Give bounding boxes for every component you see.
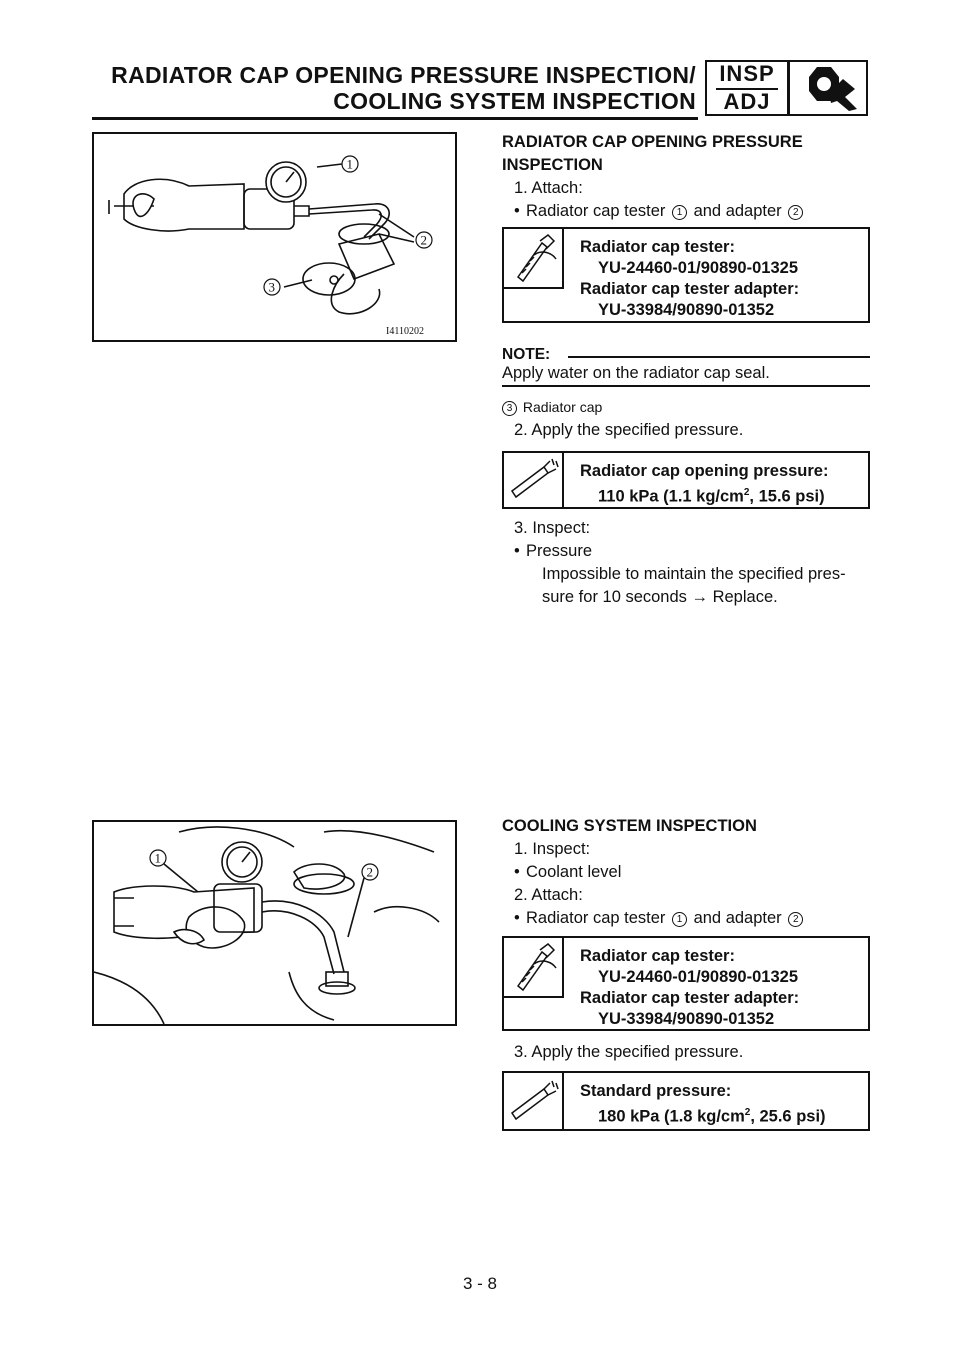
fig2-callout-2: 2 bbox=[367, 865, 374, 880]
note-label: NOTE: bbox=[502, 346, 551, 363]
figure-code: I4110202 bbox=[386, 326, 424, 337]
fig1-callout-3: 3 bbox=[269, 280, 276, 295]
figure-radiator-cap-tester: 1 2 3 I4110202 bbox=[92, 132, 457, 342]
spec1-line4: YU-33984/90890-01352 bbox=[598, 301, 775, 319]
special-tool-icon bbox=[504, 938, 564, 998]
section1-step1: 1. Attach: bbox=[514, 179, 583, 197]
note-text: Apply water on the radiator cap seal. bbox=[502, 364, 770, 382]
pressure2-label: Standard pressure: bbox=[580, 1082, 732, 1100]
section2-step1-bullet: Coolant level bbox=[502, 861, 870, 884]
section1-step2: 2. Apply the specified pressure. bbox=[514, 421, 744, 439]
spec1-line2: YU-24460-01/90890-01325 bbox=[598, 259, 798, 277]
callout-1: 1 bbox=[672, 912, 687, 927]
note-rule-bottom bbox=[502, 385, 870, 387]
callout-2: 2 bbox=[788, 205, 804, 220]
pressure1-label: Radiator cap opening pressure: bbox=[580, 462, 829, 480]
spec2-line1: Radiator cap tester: bbox=[580, 947, 735, 965]
badge-adj-label: ADJ bbox=[723, 89, 771, 114]
insp-adj-badge bbox=[705, 60, 868, 116]
badge-line bbox=[716, 88, 778, 90]
special-tool-icon bbox=[504, 229, 564, 289]
spec2-line2: YU-24460-01/90890-01325 bbox=[598, 968, 798, 986]
fig1-callout-1: 1 bbox=[347, 157, 354, 172]
callout-2: 2 bbox=[788, 912, 804, 927]
caliper-icon bbox=[504, 453, 564, 507]
fig2-callout-1: 1 bbox=[155, 851, 162, 866]
page-title-line2: COOLING SYSTEM INSPECTION bbox=[333, 88, 696, 114]
section2-step1: 1. Inspect: bbox=[514, 840, 591, 858]
caliper-icon bbox=[504, 1073, 564, 1129]
spec-box-tool-2: Radiator cap tester: YU-24460-01/90890-0… bbox=[502, 936, 870, 1031]
fig1-callout-2: 2 bbox=[421, 233, 428, 248]
note-rule-top bbox=[568, 356, 870, 358]
spec1-line3: Radiator cap tester adapter: bbox=[580, 280, 800, 298]
radiator-cap-tester-illustration: 1 2 3 I4110202 bbox=[108, 155, 433, 337]
section1-step3: 3. Inspect: Pressure Impossible to maint… bbox=[502, 517, 870, 609]
section2-step2-bullet: Radiator cap tester 1 and adapter 2 bbox=[502, 907, 870, 930]
pressure2-value: 180 kPa (1.8 kg/cm2, 25.6 psi) bbox=[598, 1107, 826, 1126]
badge-insp-label: INSP bbox=[719, 61, 775, 86]
section1-step1-bullet: Radiator cap tester 1 and adapter 2 bbox=[502, 200, 870, 223]
legend-radiator-cap: 3 Radiator cap bbox=[502, 396, 870, 419]
section1-heading-line1: RADIATOR CAP OPENING PRESSURE bbox=[502, 133, 803, 151]
page-title-line1: RADIATOR CAP OPENING PRESSURE INSPECTION… bbox=[111, 62, 696, 88]
figure-cooling-system-test: 1 2 bbox=[92, 820, 457, 1026]
section2-heading: COOLING SYSTEM INSPECTION bbox=[502, 817, 757, 835]
page-number: 3 - 8 bbox=[462, 1274, 498, 1293]
wrench-nut-icon bbox=[795, 63, 863, 113]
section-cooling-system-inspection: COOLING SYSTEM INSPECTION 1. Inspect: Co… bbox=[502, 815, 870, 930]
spec1-line1: Radiator cap tester: bbox=[580, 238, 735, 256]
section2-step2: 2. Attach: bbox=[514, 886, 583, 904]
step3-sub-line2: sure for 10 seconds → Replace. bbox=[542, 588, 778, 606]
section2-step3: 3. Apply the specified pressure. bbox=[514, 1043, 744, 1061]
badge-divider bbox=[787, 60, 790, 116]
pressure1-value: 110 kPa (1.1 kg/cm2, 15.6 psi) bbox=[598, 487, 825, 506]
section1-heading-line2: INSPECTION bbox=[502, 156, 603, 174]
spec-box-pressure-2: Standard pressure: 180 kPa (1.8 kg/cm2, … bbox=[502, 1071, 870, 1131]
header-rule bbox=[92, 117, 698, 120]
spec-box-tool-1: Radiator cap tester: YU-24460-01/90890-0… bbox=[502, 227, 870, 323]
spec2-line4: YU-33984/90890-01352 bbox=[598, 1010, 775, 1028]
step3-sub-line1: Impossible to maintain the specified pre… bbox=[542, 565, 846, 583]
step3-label: 3. Inspect: bbox=[514, 519, 591, 537]
callout-1: 1 bbox=[672, 205, 687, 220]
step3-bullet: Pressure bbox=[502, 540, 870, 563]
cooling-system-test-illustration: 1 2 bbox=[94, 826, 440, 1024]
spec2-line3: Radiator cap tester adapter: bbox=[580, 989, 800, 1007]
section-radiator-cap-inspection: RADIATOR CAP OPENING PRESSURE INSPECTION… bbox=[502, 131, 870, 223]
spec-box-pressure-1: Radiator cap opening pressure: 110 kPa (… bbox=[502, 451, 870, 509]
